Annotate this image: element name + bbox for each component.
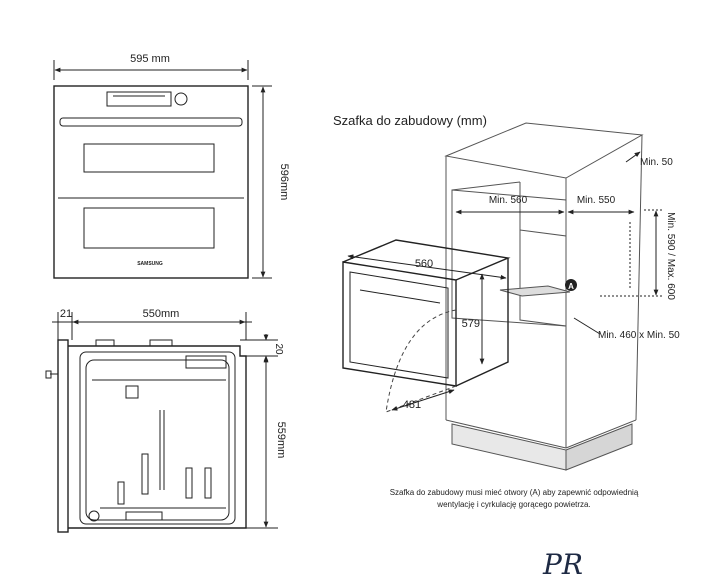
side-knob	[45, 370, 52, 379]
cabinet-top	[444, 122, 644, 179]
oven-depth-label: 481	[403, 399, 421, 411]
note-line-2: wentylację i cyrkulację gorącego powietr…	[436, 500, 590, 509]
control-display	[106, 91, 172, 107]
side-foot-circle	[88, 510, 100, 522]
side-body-outline	[68, 345, 247, 529]
top-gap-label: 20	[273, 343, 284, 355]
min-560-label: Min. 560	[489, 195, 528, 206]
cabinet-base-right	[565, 419, 637, 449]
lower-window	[83, 207, 215, 249]
top-fitting-2	[149, 339, 173, 347]
niche-top-back	[451, 181, 521, 191]
niche-inner-wall	[519, 229, 567, 327]
opening-size-label: Min. 460 x Min. 50	[598, 330, 680, 341]
upper-window	[83, 143, 215, 173]
top-fitting-1	[95, 339, 115, 347]
min-550-label: Min. 550	[577, 195, 616, 206]
cabinet-title: Szafka do zabudowy (mm)	[333, 113, 487, 128]
oven-height-label: 579	[462, 318, 480, 330]
cabinet-diagram: Szafka do zabudowy (mm) Min. 560 Min. 55…	[333, 113, 680, 509]
door-thickness-label: 21	[60, 308, 72, 320]
rack-slot-2	[185, 467, 193, 499]
oven-front-face	[342, 261, 457, 387]
rack-slot-4	[117, 481, 125, 505]
side-height-label: 559mm	[275, 422, 287, 459]
cabinet-base-left	[445, 419, 567, 449]
opening-a-letter: A	[568, 282, 574, 291]
plinth-front	[451, 423, 567, 471]
vent-opening	[499, 285, 571, 297]
cabinet-back-edge	[635, 134, 643, 421]
oven-side-face	[455, 258, 509, 387]
door-swing-arc	[385, 309, 457, 413]
side-view: 21 550mm 20 559mm	[45, 308, 287, 533]
min-50-arrow	[625, 151, 641, 163]
oven-front-body	[53, 85, 249, 279]
opening-leader	[573, 317, 601, 335]
fan-housing	[185, 355, 227, 369]
rack-slot-1	[141, 453, 149, 495]
oven-depth-line	[391, 389, 455, 411]
front-view: 595 mm SAMSUNG 596mm	[53, 53, 290, 279]
logo-mark: PR	[542, 548, 583, 581]
note-line-1: Szafka do zabudowy musi mieć otwory (A) …	[390, 488, 639, 497]
bottom-tray	[125, 511, 163, 521]
brand-label: SAMSUNG	[137, 261, 163, 267]
rack-slot-3	[204, 467, 212, 499]
inner-cavity-line	[85, 359, 230, 521]
plinth-side	[565, 423, 633, 471]
inner-cavity	[79, 351, 236, 525]
door-handle	[59, 117, 243, 127]
control-knob	[174, 92, 188, 106]
opening-a-marker	[565, 279, 577, 291]
side-depth-label: 550mm	[143, 308, 180, 320]
front-width-label: 595 mm	[130, 53, 170, 65]
min-50-label: Min. 50	[640, 157, 673, 168]
side-door-panel	[57, 339, 69, 533]
oven-door-inner	[349, 271, 449, 379]
front-height-label: 596mm	[278, 164, 290, 201]
oven-width-label: 560	[415, 258, 433, 270]
height-range-label: Min. 590 / Max. 600	[665, 212, 676, 300]
rail-bracket	[125, 385, 139, 399]
pr-logo: PR	[542, 548, 583, 581]
oven-handle-line	[359, 289, 441, 304]
